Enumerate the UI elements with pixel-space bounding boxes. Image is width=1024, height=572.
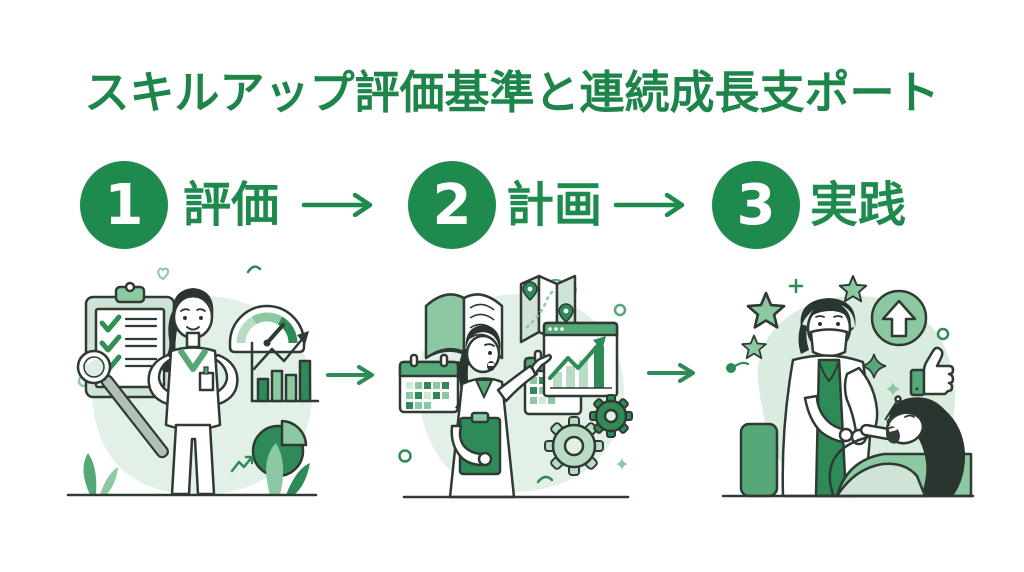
- step-3-number: 3: [736, 172, 776, 238]
- instrument-cable: [828, 436, 867, 497]
- practice-illustration: [721, 275, 975, 498]
- nurse-figure: [147, 288, 239, 496]
- dental-mirror-icon: [76, 349, 169, 459]
- sparkle-icon: [861, 353, 887, 379]
- sparkle-icon: [616, 458, 628, 470]
- step-1-number: 1: [104, 172, 144, 238]
- dental-chair: [739, 422, 779, 498]
- step-2-circle: 2: [408, 161, 496, 249]
- dot-icon: [398, 449, 412, 463]
- step-2-label: 計画: [506, 177, 603, 233]
- step-arrow-icon: [613, 193, 685, 217]
- page-title: スキルアップ評価基準と連続成長支ポート: [84, 66, 940, 119]
- dot-icon: [613, 303, 627, 317]
- bar-chart-icon: [250, 331, 320, 403]
- step-1-label: 評価: [183, 177, 280, 233]
- gear-icon: [544, 416, 604, 476]
- squiggle-icon: [536, 475, 554, 484]
- step-1-circle: 1: [80, 161, 168, 249]
- trend-chart-window-icon: [542, 321, 619, 398]
- sparkle-icon: [886, 382, 900, 396]
- squiggle-icon: [246, 265, 262, 274]
- flow-arrow-icon: [647, 363, 695, 383]
- step-arrow-icon: [301, 193, 373, 217]
- calendar-icon: [398, 353, 460, 414]
- dot-icon: [936, 327, 950, 341]
- up-arrow-circle-icon: [870, 289, 928, 347]
- plus-icon: [788, 278, 804, 294]
- planning-illustration: [398, 274, 633, 499]
- gear-icon: [589, 394, 633, 438]
- planner-figure: [448, 325, 553, 499]
- dot-icon: [726, 361, 750, 373]
- thumbs-up-icon: [909, 346, 955, 397]
- evaluation-illustration: [66, 265, 320, 497]
- mini-trend-arrow-icon: [230, 455, 254, 473]
- flow-arrow-icon: [326, 365, 374, 385]
- step-2-number: 2: [432, 172, 472, 238]
- star-icon: [741, 275, 868, 359]
- step-3-circle: 3: [712, 161, 800, 249]
- heart-icon: [157, 267, 170, 281]
- patient-figure: [835, 397, 973, 498]
- step-3-label: 実践: [810, 177, 907, 233]
- plant-icon: [83, 443, 310, 495]
